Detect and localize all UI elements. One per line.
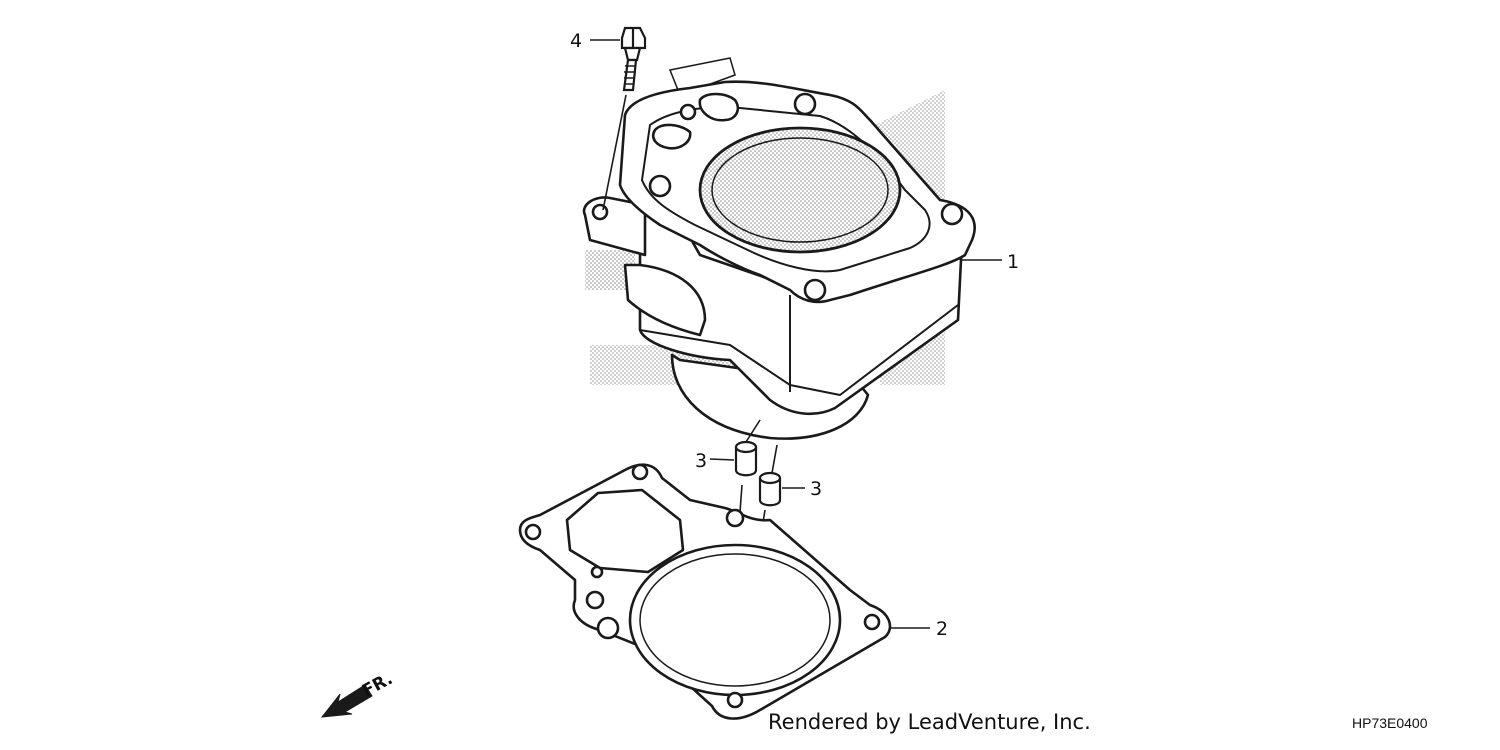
- callout-part-2: 2: [936, 618, 948, 640]
- callout-part-4: 4: [570, 30, 582, 52]
- bolt-part-4[interactable]: [602, 26, 647, 211]
- diagram-code: HP73E0400: [1352, 715, 1428, 731]
- dowel-pin-part-3a[interactable]: [734, 419, 761, 513]
- callout-part-1: 1: [1007, 251, 1019, 273]
- leader-lines: [590, 39, 1002, 629]
- callout-part-3a: 3: [695, 450, 707, 472]
- arrow-down-left-icon: [320, 684, 373, 718]
- gasket-part-2[interactable]: [518, 463, 892, 720]
- cylinder-part-1[interactable]: [582, 80, 976, 440]
- front-direction-indicator: FR.: [320, 669, 396, 718]
- callouts: 1 2 3 3 4: [570, 30, 1019, 640]
- rendered-by-credit: Rendered by LeadVenture, Inc.: [768, 710, 1091, 734]
- callout-part-3b: 3: [810, 478, 822, 500]
